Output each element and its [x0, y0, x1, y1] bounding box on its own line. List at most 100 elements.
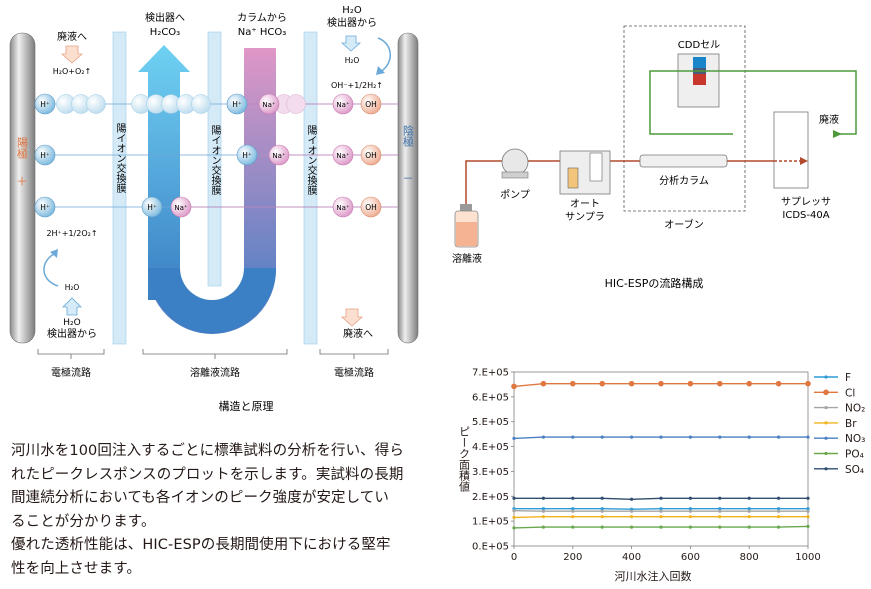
paragraph-line-4: ることが分かります。 [11, 513, 156, 530]
membrane-right: 陽イオン交換膜 [303, 31, 318, 345]
oven-label: オーブン [664, 218, 703, 231]
ion-na-6: Na⁺ [332, 196, 354, 218]
svg-text:Na⁺: Na⁺ [336, 204, 350, 212]
top-far-right-2: 検出器から [327, 16, 377, 29]
svg-text:Na⁺: Na⁺ [272, 152, 286, 160]
paragraph-line-6: 性を向上させます。 [11, 560, 141, 577]
membrane-left: 陽イオン交換膜 [112, 31, 127, 345]
pump-base [501, 171, 529, 179]
svg-text:H⁺: H⁺ [40, 100, 50, 109]
anode-rod [9, 32, 36, 344]
svg-text:H⁺: H⁺ [147, 203, 157, 212]
eluent-flow: 溶離液流路 [190, 366, 240, 379]
eluent-u-bottom [148, 268, 276, 332]
bracket-center [142, 349, 288, 359]
ion-h-5: H⁺ [34, 196, 56, 218]
ion-h-6: H⁺ [141, 196, 163, 218]
paragraph-line-5: 優れた透析性能は、HIC-ESPの長期間使用下における堅牢 [11, 537, 391, 554]
ion-oh-3: OH [360, 196, 382, 218]
paragraph-line-2: れたピークレスポンスのプロットを示します。実試料の長期 [11, 466, 404, 483]
electrode-flow-right: 電極流路 [334, 366, 374, 379]
top-left-reaction: H₂O+O₂↑ [53, 67, 91, 76]
top-left-arrow [60, 45, 84, 64]
left-reaction: 2H⁺+1/2O₂↑ [46, 229, 97, 238]
eluent-label: 溶離液 [452, 252, 482, 265]
pump-label: ポンプ [500, 189, 530, 201]
waste-label: 廃液 [819, 113, 839, 126]
cdd-cell-label: CDDセル [678, 39, 720, 51]
cathode-sign: － [403, 172, 414, 185]
h2o-up-arrow [62, 297, 82, 316]
autosampler-vial [567, 167, 579, 189]
column-label: 分析カラム [659, 174, 709, 187]
green-arrow-head [833, 130, 842, 138]
curved-arrow-top-head [376, 66, 385, 75]
h2o-small-top: H₂O [345, 56, 360, 65]
autosampler [559, 150, 611, 195]
bottom-left-2: 検出器から [47, 327, 97, 340]
ion-na-1: Na⁺ [258, 93, 280, 115]
suppressor-label-2: ICDS-40A [782, 210, 829, 221]
eluent-bottle-cap [460, 204, 472, 211]
ion-na-3: Na⁺ [268, 144, 290, 166]
bottom-right-arrow [340, 308, 364, 327]
ion-na-4: Na⁺ [332, 144, 354, 166]
bracket-left [37, 349, 105, 359]
curved-arrow-left [43, 253, 59, 287]
eluent-up-arrow [138, 45, 190, 300]
svg-text:H⁺: H⁺ [232, 100, 242, 109]
suppressor-box [773, 111, 809, 189]
ion-h-3: H⁺ [34, 144, 56, 166]
top-center-label-1: 検出器へ [145, 11, 185, 24]
anode-sign: ＋ [17, 175, 28, 188]
flow-caption: HIC-ESPの流路構成 [605, 276, 704, 290]
svg-text:OH: OH [365, 100, 377, 109]
top-right-label-1: カラムから [237, 12, 287, 24]
green-flow-line [649, 70, 857, 135]
oven-box [623, 25, 746, 212]
analysis-column [639, 154, 728, 168]
description-paragraph: 河川水を100回注入するごとに標準試料の分析を行い、得ら れたピークレスポンスの… [11, 440, 421, 582]
svg-text:Na⁺: Na⁺ [336, 152, 350, 160]
curved-arrow-top [377, 37, 391, 73]
ion-h-4: H⁺ [236, 144, 258, 166]
svg-text:OH: OH [365, 203, 377, 212]
svg-text:Na⁺: Na⁺ [336, 101, 350, 109]
curved-arrow-left-head [50, 249, 58, 258]
eluent-bottle-liquid [456, 222, 477, 246]
membrane-label-right: 陽イオン交換膜 [305, 125, 317, 196]
svg-text:Na⁺: Na⁺ [174, 204, 188, 212]
cdd-cell-bottom [693, 74, 706, 85]
oh-reaction: OH⁻+1/2H₂↑ [331, 81, 383, 90]
ion-na-2: Na⁺ [332, 93, 354, 115]
membrane-center: 陽イオン交換膜 [207, 31, 222, 287]
autosampler-needle [589, 152, 603, 182]
bracket-right [319, 349, 389, 359]
top-center-label-2: H₂CO₃ [150, 27, 180, 38]
bottom-left-1: H₂O [63, 318, 80, 328]
ion-oh-2: OH [360, 144, 382, 166]
svg-text:H⁺: H⁺ [40, 151, 50, 160]
paragraph-line-3: 間連続分析においても各イオンのピーク強度が安定してい [11, 490, 390, 507]
svg-text:Na⁺: Na⁺ [262, 101, 276, 109]
h2o-small-left: H₂O [65, 283, 80, 292]
membrane-caption: 構造と原理 [219, 399, 274, 413]
anode-label: 陽極 [16, 137, 29, 159]
autosampler-label-1: オート [570, 198, 600, 210]
svg-text:OH: OH [365, 151, 377, 160]
ion-h-2: H⁺ [226, 93, 248, 115]
svg-text:H⁺: H⁺ [242, 151, 252, 160]
autosampler-label-2: サンプラ [565, 211, 605, 223]
electrode-flow-left: 電極流路 [51, 366, 91, 379]
eluent-dash-head [800, 157, 808, 165]
paragraph-line-1: 河川水を100回注入するごとに標準試料の分析を行い、得ら [11, 443, 404, 459]
top-left-label: 廃液へ [57, 30, 87, 43]
cathode-rod [397, 32, 419, 344]
suppressor-label-1: サプレッサ [781, 196, 831, 208]
top-right-label-2: Na⁺ HCO₃ [238, 27, 286, 38]
pale-ion-row [56, 94, 306, 114]
ion-na-5: Na⁺ [170, 196, 192, 218]
h2o-down-arrow-top [340, 35, 362, 52]
cathode-label: 陰極 [402, 124, 415, 147]
